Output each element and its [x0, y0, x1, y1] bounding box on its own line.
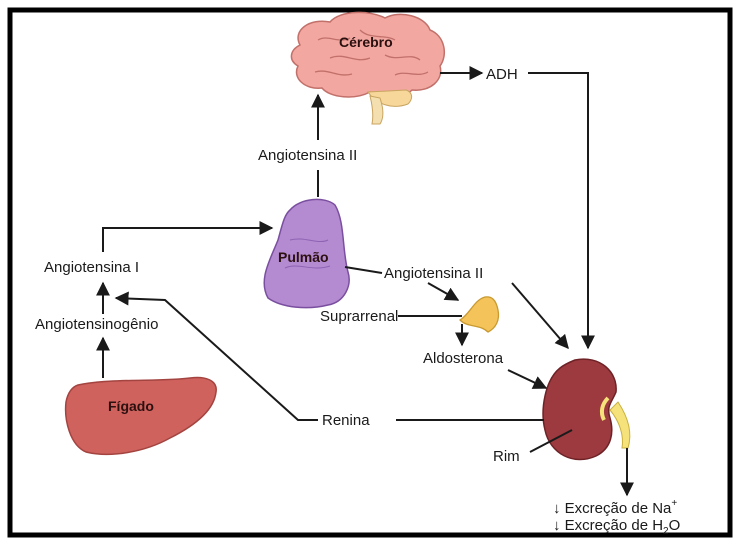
angiotensinogenio-label: Angiotensinogênio	[35, 316, 158, 333]
aldosterona-label: Aldosterona	[423, 350, 504, 367]
suprarrenal-label: Suprarrenal	[320, 308, 398, 325]
liver-label: Fígado	[108, 398, 154, 414]
renina-label: Renina	[322, 412, 370, 429]
excrecao-na-label: ↓ Excreção de Na+	[553, 498, 677, 517]
lung-label: Pulmão	[278, 249, 329, 265]
adh-label: ADH	[486, 66, 518, 83]
angiotensina-ii-right-label: Angiotensina II	[384, 265, 483, 282]
angiotensina-ii-top-label: Angiotensina II	[258, 147, 357, 164]
angiotensina-i-label: Angiotensina I	[44, 259, 139, 276]
rim-label: Rim	[493, 448, 520, 465]
brain-label: Cérebro	[339, 34, 393, 50]
